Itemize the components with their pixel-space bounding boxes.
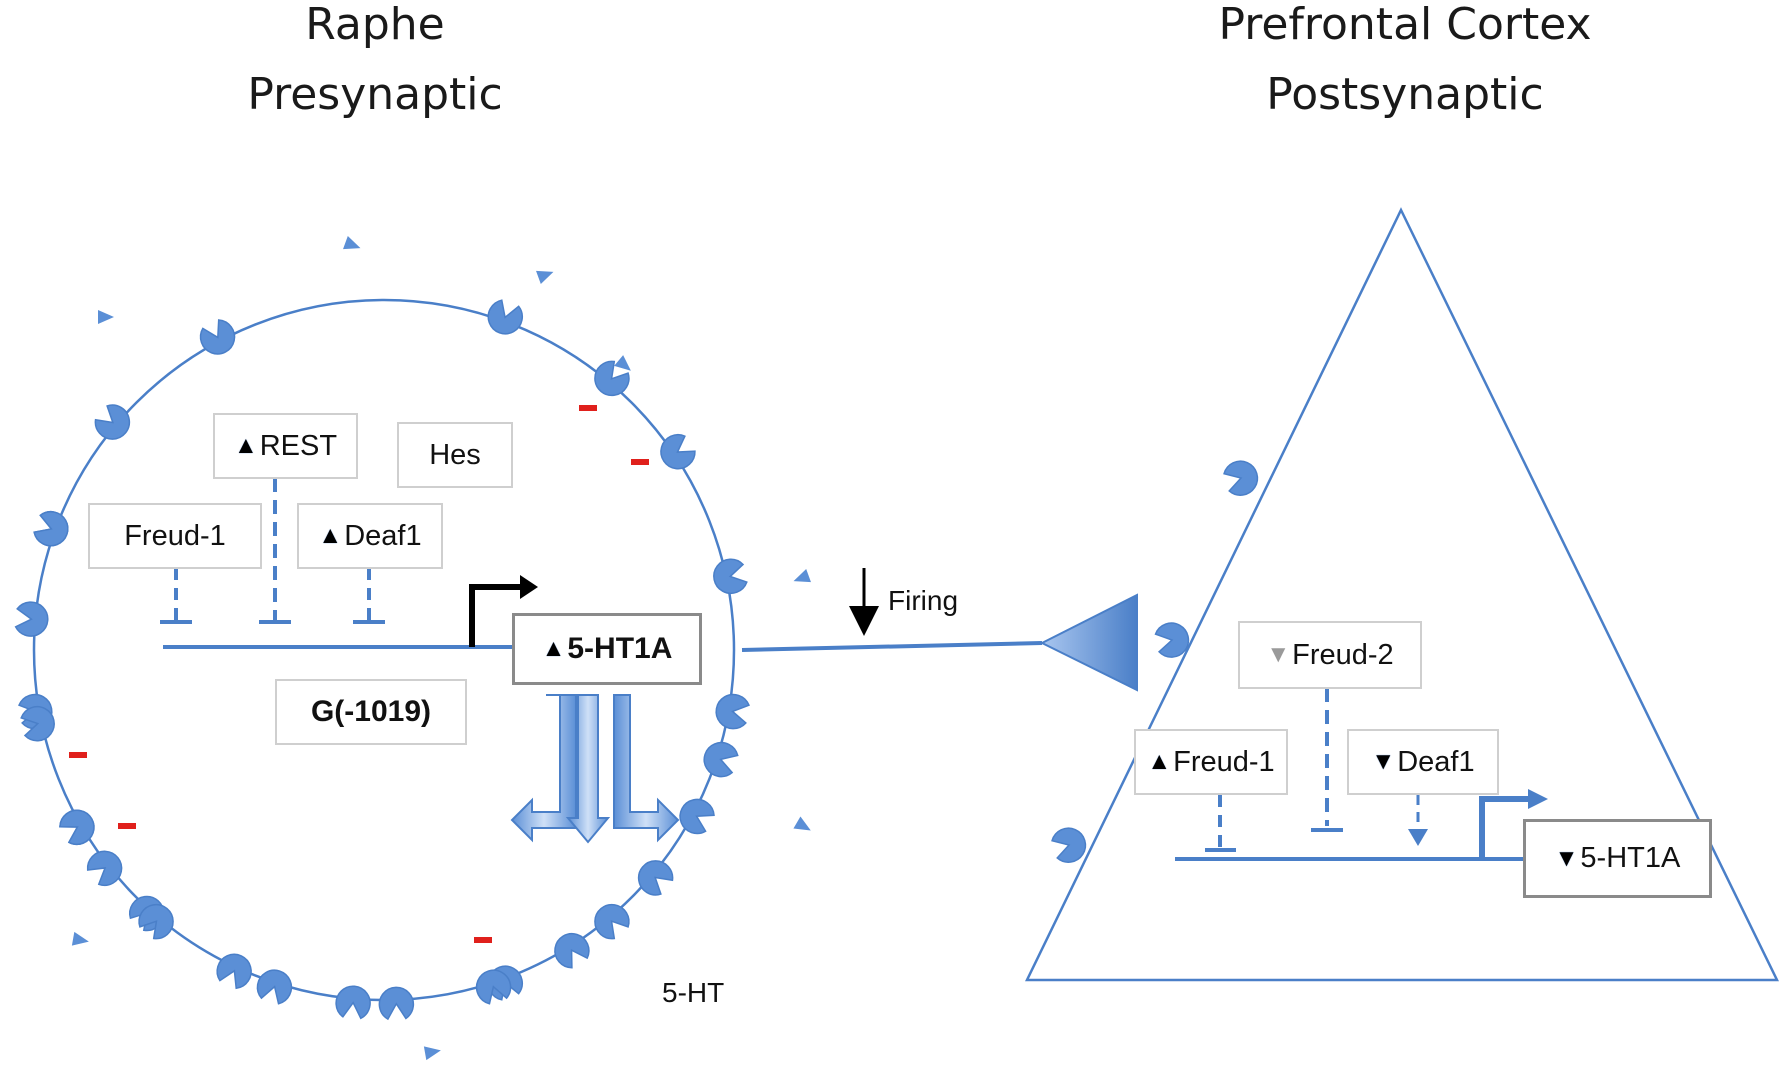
post-deaf1-label: Deaf1 (1397, 745, 1475, 778)
serotonin-icon (614, 355, 631, 371)
receptor-icon (594, 903, 630, 940)
post-deaf1-box: ▼ Deaf1 (1347, 729, 1499, 795)
post-freud2-label: Freud-2 (1292, 638, 1394, 671)
receptor-icon (59, 809, 95, 845)
receptor-icon (679, 798, 715, 835)
pre-rest-inhibition (259, 478, 291, 624)
minus-icon (474, 937, 492, 943)
receptor-icon (594, 360, 630, 397)
receptor-icon (378, 986, 415, 1021)
minus-icon (631, 459, 649, 465)
receptor-icon (86, 850, 123, 887)
negative-feedback-marks (69, 405, 649, 943)
receptor-icon (14, 601, 49, 637)
receptor-icon (554, 932, 590, 969)
receptor-trafficking-arrows (510, 694, 680, 844)
post-5ht1a-label: 5-HT1A (1580, 842, 1681, 874)
up-regulated-icon: ▲ (1147, 748, 1172, 775)
pre-transcription-start-arrowhead (520, 575, 538, 599)
receptor-icon (475, 969, 512, 1005)
post-deaf1-activation (1408, 795, 1428, 846)
axon (741, 641, 1043, 652)
membrane-receptors (14, 299, 1259, 1021)
down-regulated-icon: ▼ (1554, 844, 1579, 872)
axon-terminal (1039, 593, 1138, 692)
minus-icon (69, 752, 87, 758)
pre-freud1-box: Freud-1 (88, 503, 262, 569)
receptor-icon (216, 953, 252, 990)
serotonin-icon (423, 1046, 441, 1061)
serotonin-icon (536, 270, 554, 284)
pre-5ht1a-box: ▲ 5-HT1A (512, 613, 702, 685)
receptor-icon (703, 741, 739, 778)
serotonin-icon (343, 236, 361, 250)
pre-transcription-start-arrow (469, 584, 522, 647)
pre-freud1-label: Freud-1 (124, 519, 226, 552)
post-freud2-inhibition (1311, 688, 1343, 832)
down-regulated-icon: ▼ (1371, 748, 1396, 775)
down-regulated-icon: ▼ (1266, 641, 1291, 668)
pre-deaf1-inhibition (353, 568, 385, 624)
polymorphism-box: G(-1019) (275, 679, 467, 745)
minus-icon (579, 405, 597, 411)
pre-hes-label: Hes (429, 438, 481, 471)
receptor-icon (715, 693, 750, 730)
receptor-icon (660, 433, 696, 470)
post-transcription-start-arrowhead (1528, 789, 1548, 809)
pre-rest-box: ▲ REST (213, 413, 358, 479)
post-freud2-box: ▼ Freud-2 (1238, 621, 1422, 689)
post-transcription-start-arrow (1479, 796, 1530, 859)
pre-hes-box: Hes (397, 422, 513, 488)
presynaptic-title: Presynaptic (247, 69, 503, 120)
polymorphism-label: G(-1019) (310, 695, 432, 728)
serotonin-icon (98, 310, 114, 324)
post-freud1-inhibition (1205, 795, 1236, 852)
pre-freud1-inhibition (160, 568, 192, 624)
serotonin-label: 5-HT (662, 977, 725, 1008)
receptor-icon (94, 404, 131, 440)
post-freud1-label: Freud-1 (1173, 745, 1275, 778)
up-regulated-icon: ▲ (318, 522, 343, 549)
receptor-icon (487, 299, 523, 335)
receptor-icon (138, 903, 174, 940)
serotonin-icon (793, 569, 811, 583)
receptor-icon (199, 319, 236, 355)
post-5ht1a-box: ▼ 5-HT1A (1523, 819, 1712, 898)
up-regulated-icon: ▲ (541, 635, 566, 662)
pre-5ht1a-label: 5-HT1A (567, 632, 673, 665)
receptor-icon (1051, 827, 1087, 863)
receptor-icon (20, 705, 55, 742)
pre-deaf1-label: Deaf1 (344, 519, 422, 552)
pre-rest-label: REST (259, 429, 338, 462)
receptor-icon (256, 969, 293, 1005)
minus-icon (118, 823, 136, 829)
post-freud1-box: ▲ Freud-1 (1134, 729, 1288, 795)
receptor-icon (33, 511, 69, 547)
prefrontal-cortex-title: Prefrontal Cortex (1218, 0, 1592, 50)
serotonin-icon (71, 931, 89, 946)
receptor-icon (713, 558, 748, 595)
firing-label: Firing (888, 585, 959, 616)
receptor-icon (335, 985, 371, 1020)
pfc-neuron-membrane (1025, 207, 1779, 982)
receptor-icon (1154, 622, 1190, 658)
postsynaptic-title: Postsynaptic (1266, 69, 1544, 120)
pre-deaf1-box: ▲ Deaf1 (297, 503, 443, 569)
receptor-icon (637, 860, 674, 896)
raphe-title: Raphe (305, 0, 445, 50)
receptor-icon (1223, 460, 1259, 496)
serotonin-icon (793, 816, 811, 831)
free-serotonin-molecules (71, 236, 811, 1061)
up-regulated-icon: ▲ (233, 432, 258, 459)
